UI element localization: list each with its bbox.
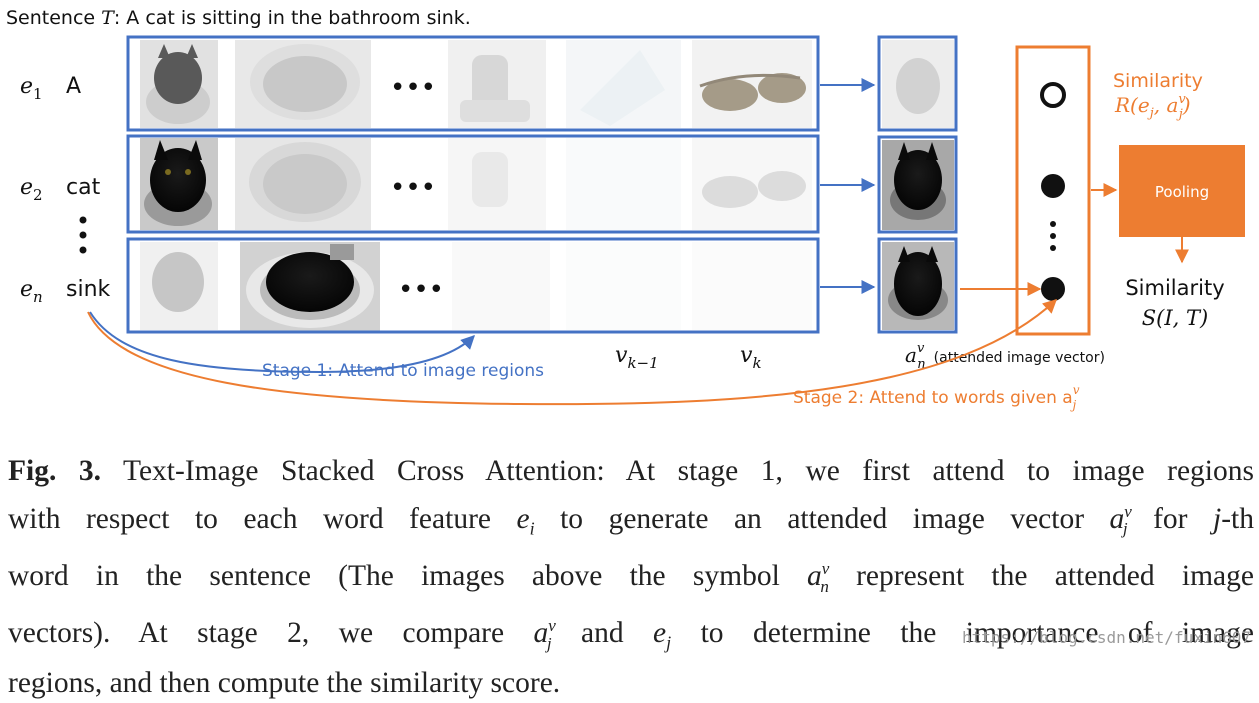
diagram: Sentence T: A cat is sitting in the bath…: [6, 7, 1245, 412]
attended-image-1: [877, 35, 958, 132]
caption-line-1: Fig. 3. Text-Image Stacked Cross Attenti…: [8, 452, 1254, 492]
attended-image-3: [877, 237, 958, 334]
similarity-s-title: Similarity: [1125, 276, 1224, 300]
figure-caption: Fig. 3. Text-Image Stacked Cross Attenti…: [8, 452, 1254, 703]
image-row-3: •••: [126, 237, 820, 334]
similarity-column-box: [1015, 45, 1091, 336]
image-row-1: •••: [126, 35, 820, 132]
similarity-circle-n: [1041, 277, 1065, 301]
row-label-en: en sink: [20, 277, 111, 306]
row-label-e1: e1 A: [20, 74, 81, 103]
pooling-box: [1119, 145, 1245, 237]
similarity-r-title: Similarity: [1113, 70, 1203, 92]
caption-line-3: word in the sentence (The images above t…: [8, 558, 1254, 596]
svg-text:e1: e1: [20, 74, 43, 103]
svg-text:en: en: [20, 277, 43, 306]
region-label-vk: vk: [740, 343, 762, 372]
svg-text:•••: •••: [390, 73, 436, 103]
caption-line-4: vectors). At stage 2, we compare avj and…: [8, 616, 1254, 653]
pooling-label: Pooling: [1155, 183, 1209, 201]
attended-image-2: [877, 135, 958, 234]
svg-text:•••: •••: [398, 275, 444, 305]
svg-text:•••: •••: [390, 173, 436, 203]
figure-label: Fig. 3.: [8, 455, 101, 487]
region-label-vk-1: vk−1: [615, 343, 659, 372]
stage2-curve: [87, 299, 1058, 406]
caption-line-5: regions, and then compute the similarity…: [8, 666, 561, 699]
svg-text:sink: sink: [66, 277, 111, 302]
svg-text:e2: e2: [20, 175, 43, 204]
row-2-box: [126, 134, 820, 234]
vertical-dot-right: [1050, 245, 1056, 251]
stage1-curve: [89, 311, 475, 374]
watermark: https://blog.csdn.net/fuxin607: [962, 628, 1251, 647]
vertical-dot-right: [1050, 233, 1056, 239]
vertical-dot-right: [1050, 221, 1056, 227]
similarity-circle-1: [1040, 82, 1066, 108]
vertical-dots-left: [79, 216, 87, 254]
stage1-label: Stage 1: Attend to image regions: [262, 361, 544, 381]
similarity-circle-2: [1041, 174, 1065, 198]
row-3-box: [126, 237, 820, 334]
row-label-e2: e2 cat: [20, 175, 101, 204]
caption-text: Text-Image Stacked Cross Attention: At s…: [101, 455, 1254, 487]
image-row-2: •••: [126, 134, 820, 234]
svg-text:A: A: [66, 74, 81, 99]
similarity-s-formula: S(I, T): [1142, 306, 1208, 330]
row-1-box: [126, 35, 820, 132]
svg-text:cat: cat: [66, 175, 101, 200]
caption-line-2: with respect to each word feature ei to …: [8, 501, 1254, 539]
sentence-header: Sentence T: A cat is sitting in the bath…: [6, 7, 471, 29]
